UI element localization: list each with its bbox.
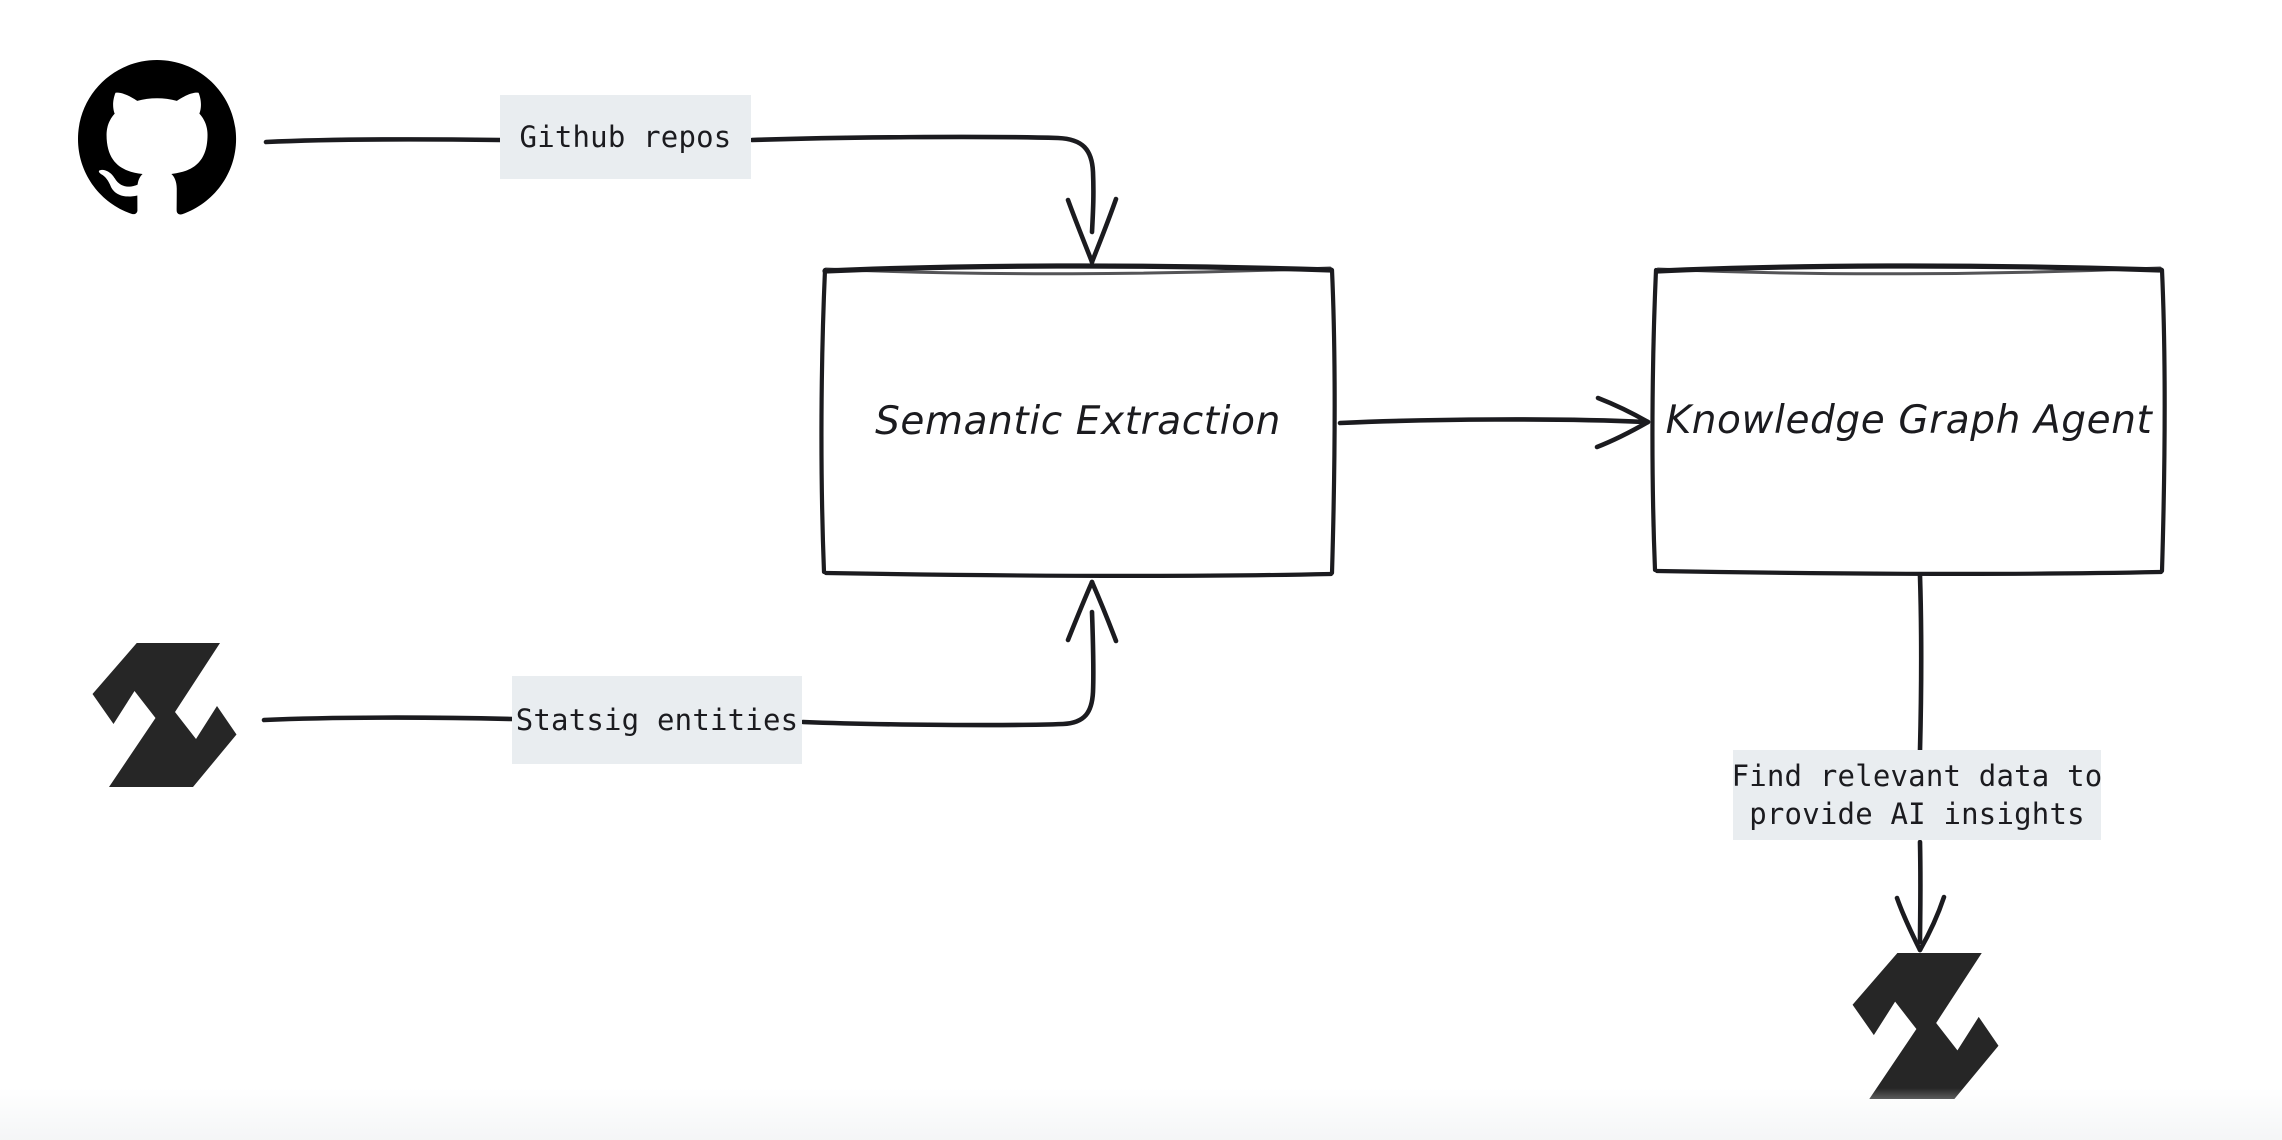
edge-label-statsig-entities[interactable]: Statsig entities — [512, 676, 802, 764]
node-knowledge-graph-agent[interactable]: Knowledge Graph Agent — [1655, 268, 2163, 572]
edge-label-find-relevant-data[interactable]: Find relevant data to provide AI insight… — [1731, 750, 2103, 840]
edge-label-statsig-entities-text: Statsig entities — [515, 702, 799, 737]
statsig-icon-source — [92, 643, 237, 787]
edge-label-github-repos-text: Github repos — [519, 119, 732, 154]
edge-statsig-to-semantic-extraction — [261, 579, 1119, 728]
node-semantic-extraction-label: Semantic Extraction — [875, 398, 1281, 444]
statsig-icon-output — [1852, 953, 1999, 1099]
edge-github-to-semantic-extraction — [263, 134, 1119, 265]
edge-label-find-relevant-data-line-1: Find relevant data to — [1731, 759, 2103, 793]
edge-semantic-extraction-to-knowledge-graph-agent — [1337, 395, 1651, 450]
semantic-extraction-box-frame — [819, 263, 1337, 578]
github-icon — [78, 59, 237, 215]
edge-knowledge-graph-agent-to-statsig-output — [1894, 573, 1947, 953]
edge-label-find-relevant-data-line-2: provide AI insights — [1749, 797, 2085, 831]
edge-label-github-repos[interactable]: Github repos — [500, 95, 751, 179]
node-knowledge-graph-agent-label: Knowledge Graph Agent — [1665, 397, 2153, 443]
knowledge-graph-agent-box-frame — [1650, 263, 2167, 576]
node-semantic-extraction[interactable]: Semantic Extraction — [823, 268, 1333, 574]
